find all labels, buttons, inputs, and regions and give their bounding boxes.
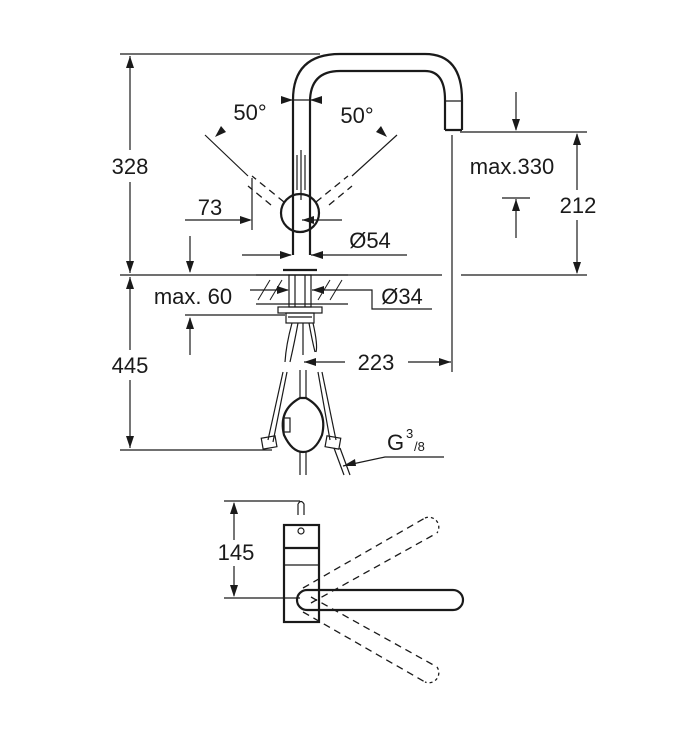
label-223: 223 [358, 350, 395, 375]
dimension-445: 445 [112, 277, 149, 448]
label-thread-num: 3 [406, 426, 413, 441]
label-max330: max.330 [470, 154, 554, 179]
dimension-angles: 50° 50° [215, 96, 387, 137]
dimension-thread: G 3 /8 [342, 426, 444, 467]
label-212: 212 [560, 193, 597, 218]
label-angle-left: 50° [233, 100, 266, 125]
dimension-max60: max. 60 [154, 236, 285, 355]
body [204, 134, 398, 272]
dimension-max330: max.330 [470, 92, 554, 238]
label-328: 328 [112, 154, 149, 179]
dimension-d34: Ø34 [250, 284, 432, 310]
label-d34: Ø34 [381, 284, 423, 309]
label-thread-den: /8 [414, 439, 425, 454]
label-max60: max. 60 [154, 284, 232, 309]
spout [291, 52, 464, 255]
label-73: 73 [198, 195, 222, 220]
dimension-212: 212 [560, 133, 597, 274]
label-145: 145 [218, 540, 255, 565]
top-view: 145 [218, 500, 465, 684]
countertop [256, 274, 348, 324]
label-angle-right: 50° [340, 103, 373, 128]
reference-lines [120, 53, 587, 451]
label-thread-g: G [387, 430, 404, 455]
dimension-73: 73 [185, 178, 342, 230]
dimension-d54: Ø54 [242, 228, 407, 259]
hoses [260, 322, 351, 476]
label-d54: Ø54 [349, 228, 391, 253]
label-445: 445 [112, 353, 149, 378]
dimension-223: 223 [304, 350, 451, 375]
dimension-328: 328 [112, 56, 149, 273]
